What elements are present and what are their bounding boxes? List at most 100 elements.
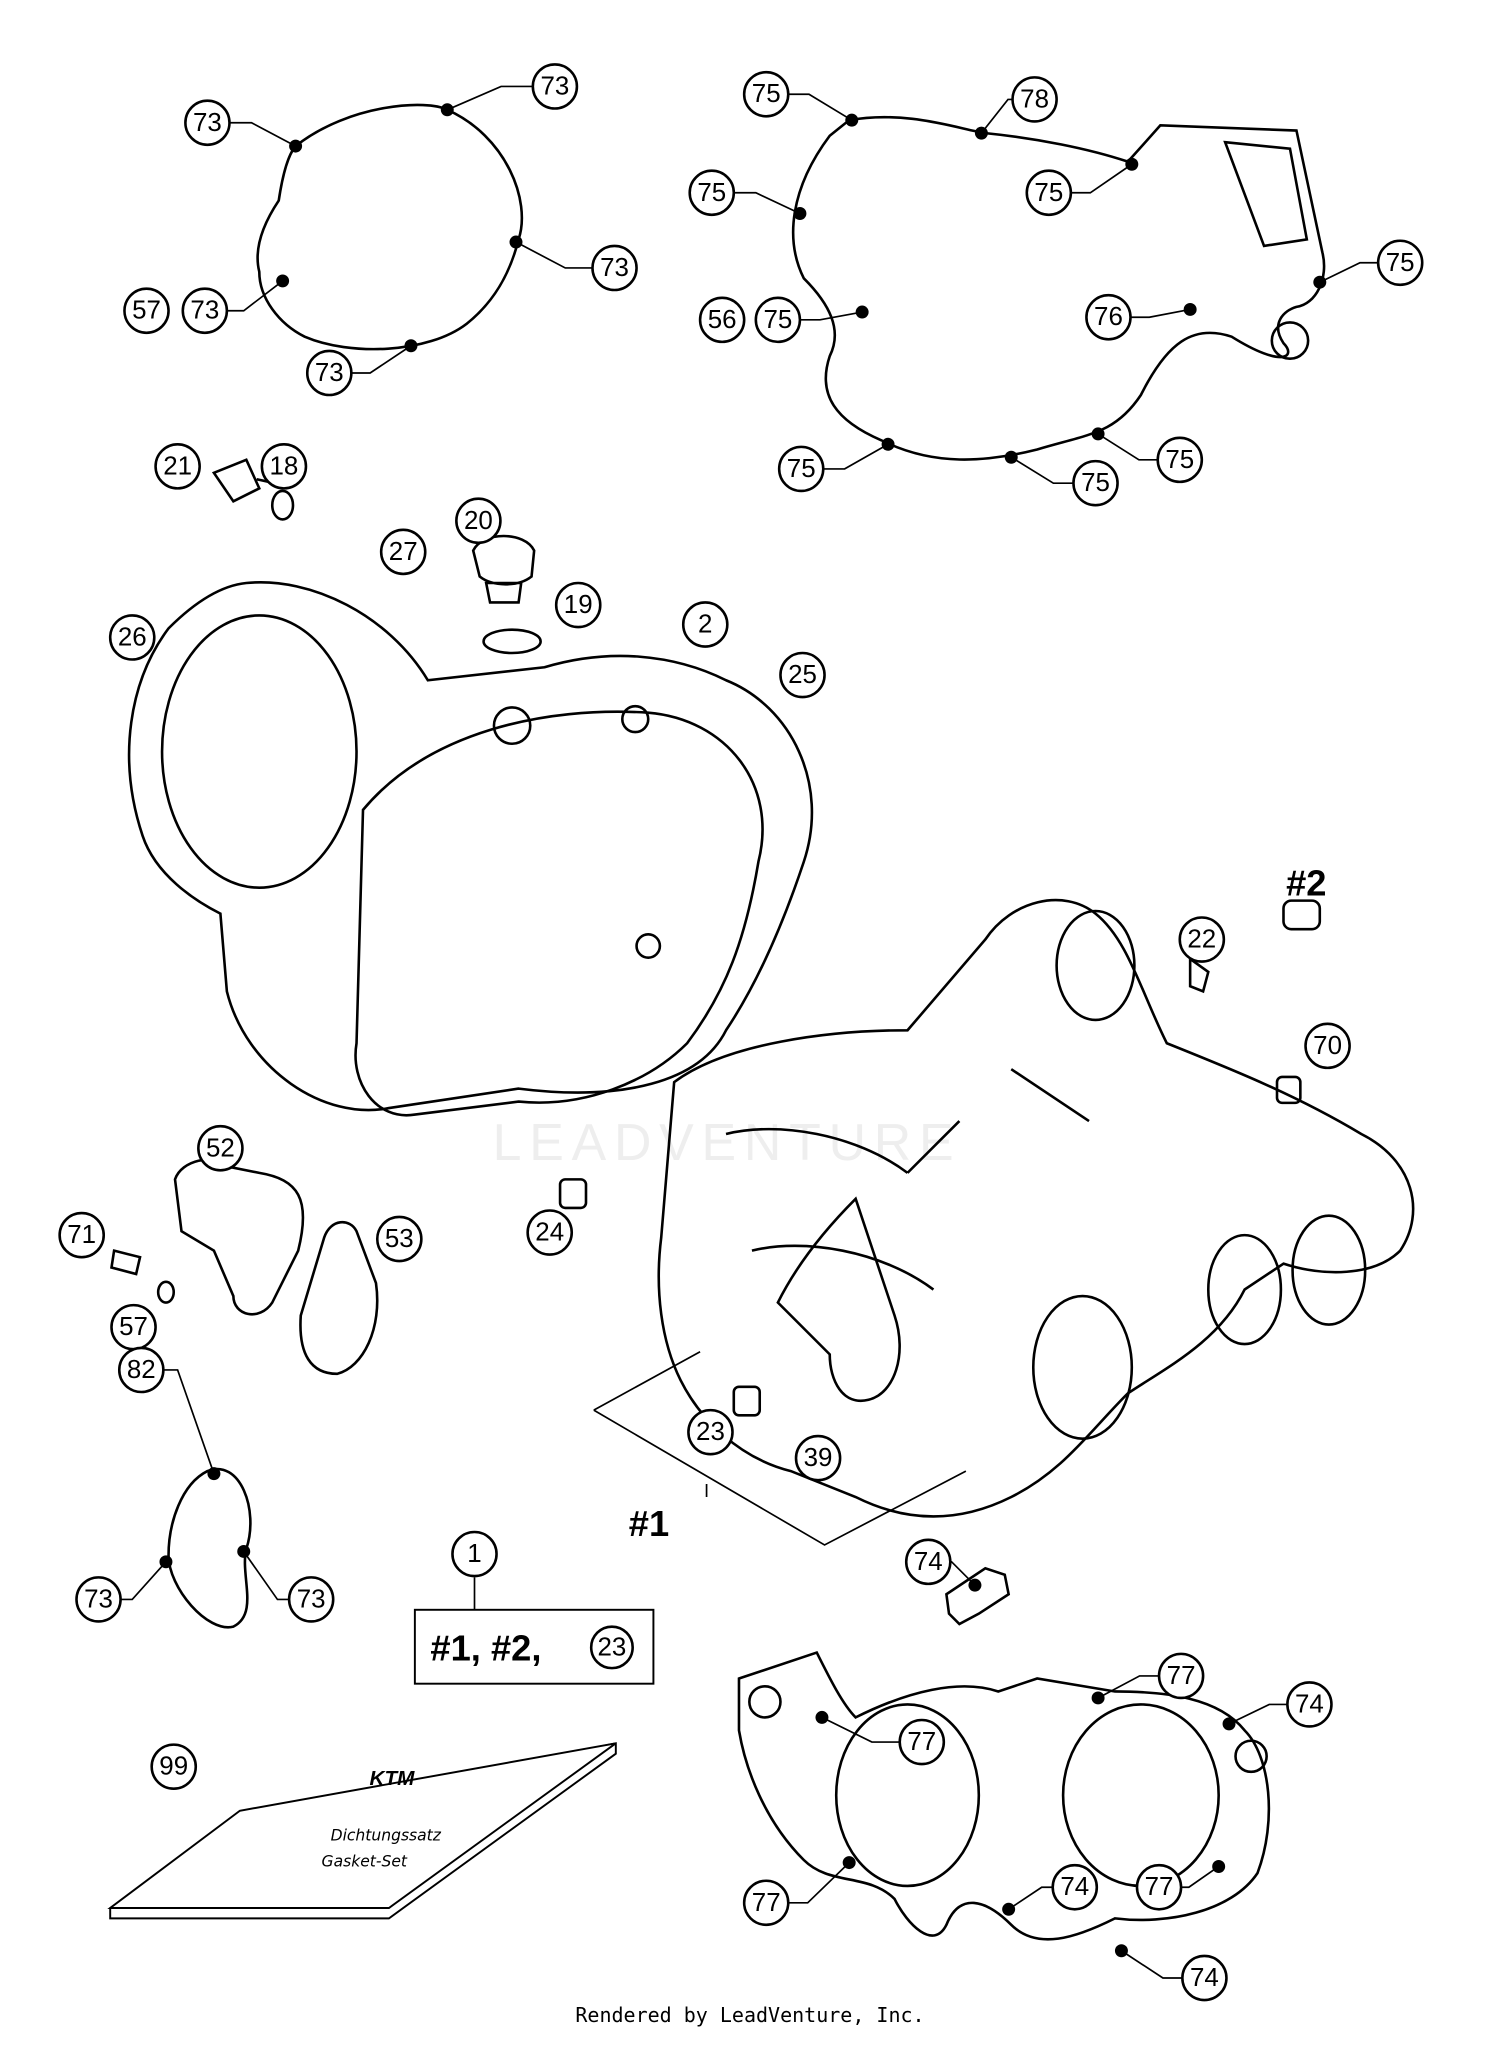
filler-hole [492, 706, 532, 746]
callout-75[interactable]: 75 [1072, 459, 1119, 507]
callout-74[interactable]: 74 [1286, 1681, 1333, 1728]
callout-27[interactable]: 27 [379, 528, 427, 576]
callout-77[interactable]: 77 [1135, 1863, 1183, 1911]
callout-25[interactable]: 25 [779, 651, 826, 699]
svg-text:20: 20 [464, 507, 493, 535]
svg-text:71: 71 [67, 1221, 96, 1249]
callout-73[interactable]: 73 [184, 99, 231, 147]
o-ring [482, 628, 542, 655]
kit-ref-callout[interactable]: 23 [589, 1625, 634, 1670]
callout-75[interactable]: 75 [688, 169, 736, 217]
svg-text:23: 23 [696, 1418, 725, 1446]
seal-gasket [167, 1467, 252, 1629]
callout-74[interactable]: 74 [1051, 1863, 1099, 1911]
svg-text:75: 75 [1034, 179, 1063, 207]
bearing-seat [1291, 1214, 1367, 1326]
footer-credit: Rendered by LeadVenture, Inc. [575, 2003, 925, 2027]
svg-text:56: 56 [708, 306, 737, 334]
svg-text:77: 77 [752, 1889, 781, 1917]
callout-74[interactable]: 74 [1181, 1954, 1228, 2002]
callout-1[interactable]: 1 [451, 1530, 498, 1578]
callout-73[interactable]: 73 [287, 1576, 335, 1623]
svg-text:19: 19 [564, 591, 593, 619]
small-gasket [945, 1566, 1011, 1626]
group-1-bracket [593, 1351, 967, 1546]
callout-78[interactable]: 78 [1011, 76, 1058, 123]
svg-text:74: 74 [1190, 1964, 1219, 1992]
svg-text:24: 24 [535, 1219, 564, 1247]
callout-point [974, 126, 988, 140]
callout-75[interactable]: 75 [1376, 239, 1424, 287]
svg-text:52: 52 [206, 1134, 235, 1162]
callout-77[interactable]: 77 [898, 1718, 946, 1766]
callout-99[interactable]: 99 [150, 1743, 198, 1791]
crankcase-boss [1055, 909, 1136, 1022]
callout-21[interactable]: 21 [154, 442, 201, 490]
svg-text:73: 73 [190, 297, 219, 325]
callout-24[interactable]: 24 [526, 1209, 574, 1256]
callout-point [842, 1856, 856, 1870]
callout-75[interactable]: 75 [1156, 436, 1204, 484]
callout-75[interactable]: 75 [777, 445, 825, 493]
kit-contents-text: #1, #2, [430, 1627, 541, 1668]
svg-text:76: 76 [1094, 303, 1123, 331]
callout-point [1212, 1860, 1226, 1873]
callout-2[interactable]: 2 [681, 601, 729, 648]
svg-text:57: 57 [119, 1313, 148, 1341]
callout-22[interactable]: 22 [1178, 916, 1226, 963]
gasket-set-cover [107, 1742, 617, 1909]
screw [110, 1249, 142, 1276]
callout-56[interactable]: 56 [698, 296, 746, 344]
callout-75[interactable]: 75 [742, 70, 790, 118]
crankcase-gasket-39 [776, 1196, 901, 1403]
callout-26[interactable]: 26 [108, 614, 156, 661]
callout-73[interactable]: 73 [531, 63, 579, 110]
callout-73[interactable]: 73 [305, 349, 353, 397]
svg-text:75: 75 [1165, 446, 1194, 474]
callout-52[interactable]: 52 [197, 1124, 244, 1172]
callout-53[interactable]: 53 [375, 1215, 423, 1263]
oil-filler-plug [471, 534, 536, 604]
svg-text:73: 73 [297, 1585, 326, 1613]
callout-76[interactable]: 76 [1085, 293, 1132, 341]
callout-23[interactable]: 23 [687, 1408, 734, 1456]
clutch-cover-gasket [791, 115, 1326, 461]
callout-75[interactable]: 75 [1025, 169, 1073, 217]
bolt-hole [621, 704, 650, 734]
crankcase [657, 898, 1415, 1518]
callout-70[interactable]: 70 [1304, 1022, 1351, 1070]
callout-73[interactable]: 73 [75, 1576, 122, 1623]
callout-18[interactable]: 18 [260, 442, 308, 490]
callout-74[interactable]: 74 [904, 1538, 952, 1586]
callout-19[interactable]: 19 [554, 581, 602, 629]
svg-text:18: 18 [270, 452, 299, 480]
callout-point [1114, 1944, 1128, 1958]
callout-57[interactable]: 57 [123, 287, 170, 335]
callout-77[interactable]: 77 [1157, 1652, 1205, 1700]
callout-39[interactable]: 39 [794, 1434, 842, 1482]
callout-75[interactable]: 75 [754, 296, 802, 344]
callout-82[interactable]: 82 [117, 1346, 165, 1394]
callout-point [237, 1544, 251, 1558]
svg-text:73: 73 [193, 109, 222, 137]
callout-57[interactable]: 57 [110, 1303, 157, 1351]
svg-text:27: 27 [389, 538, 418, 566]
svg-text:23: 23 [598, 1633, 627, 1661]
callout-73[interactable]: 73 [591, 244, 638, 292]
callout-20[interactable]: 20 [455, 497, 502, 545]
callout-point [509, 235, 523, 249]
callout-point [881, 437, 895, 451]
ktm-logo: KTM [369, 1767, 415, 1790]
svg-text:75: 75 [1386, 249, 1415, 277]
callout-point [1183, 302, 1197, 316]
water-pump-gasket [299, 1221, 379, 1376]
callout-point [845, 113, 859, 127]
callout-point [1222, 1717, 1236, 1731]
dowel [1275, 1075, 1302, 1105]
callout-73[interactable]: 73 [181, 287, 229, 335]
callout-71[interactable]: 71 [58, 1211, 106, 1259]
bearing-seat [1207, 1233, 1283, 1346]
svg-text:74: 74 [1295, 1690, 1324, 1718]
gasket-set-line2: Gasket-Set [322, 1852, 408, 1870]
callout-77[interactable]: 77 [742, 1879, 790, 1927]
